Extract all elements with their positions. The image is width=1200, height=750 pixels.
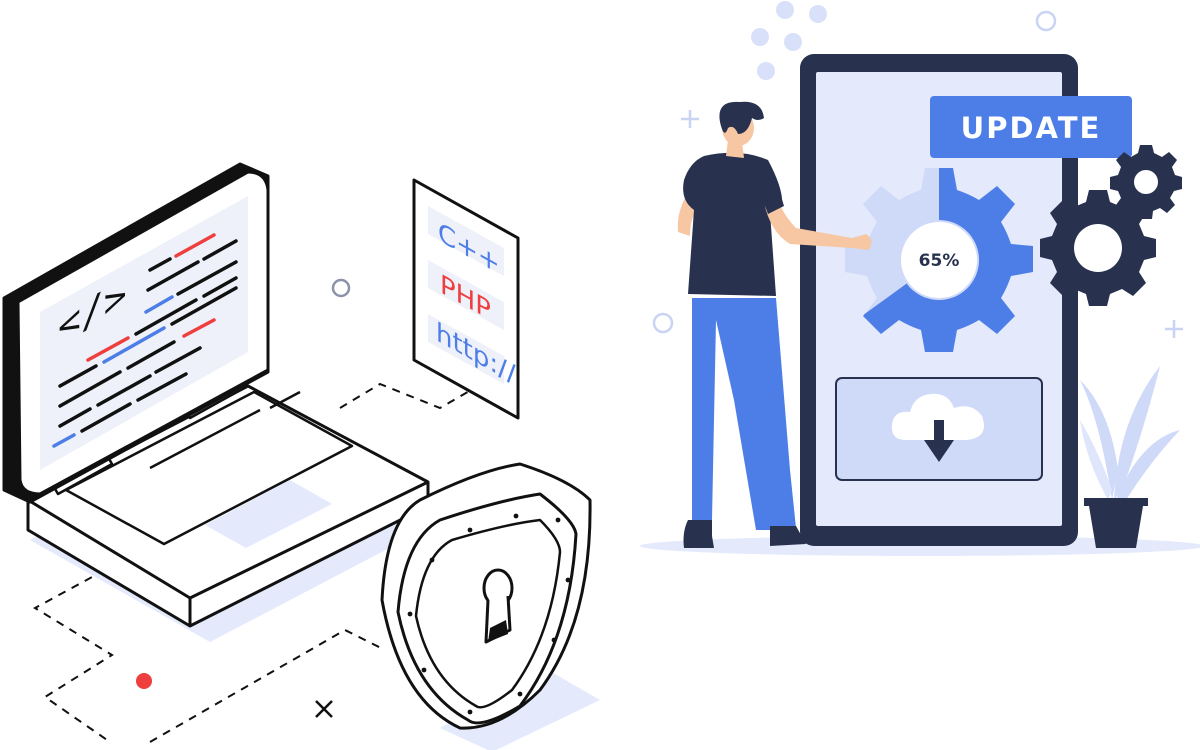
security-shield [380, 462, 600, 750]
update-scene: 65% UPDATE [640, 54, 1200, 556]
progress-gear: 65% [845, 168, 1033, 352]
small-gear-icon [1110, 145, 1182, 219]
plant [1080, 366, 1180, 548]
download-panel[interactable] [835, 377, 1043, 481]
progress-percent: 65% [919, 251, 960, 271]
lock-keyhole-icon [482, 568, 514, 644]
code-card: C++ PHP http:// [412, 178, 520, 420]
update-badge: UPDATE [930, 96, 1132, 158]
laptop: </> [2, 162, 430, 642]
update-badge-label: UPDATE [961, 111, 1102, 145]
code-lines [52, 233, 238, 448]
person [677, 101, 872, 548]
dashed-connectors [32, 382, 479, 743]
cloud-download-icon [891, 393, 984, 462]
large-gear-icon [1040, 190, 1156, 306]
decorations [136, 1, 1183, 718]
